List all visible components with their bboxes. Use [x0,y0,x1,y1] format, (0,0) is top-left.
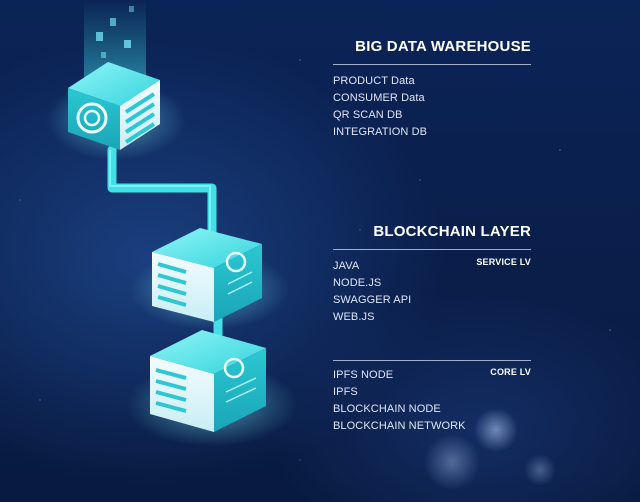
blockchain-panel: BLOCKCHAIN LAYER SERVICE LV JAVA NODE.JS… [333,223,531,435]
blockchain-title: BLOCKCHAIN LAYER [373,223,531,240]
list-item: PRODUCT Data [333,75,415,87]
core-level-label: CORE LV [490,367,531,377]
service-level-section: SERVICE LV JAVA NODE.JS SWAGGER API WEB.… [333,250,531,326]
server-cube-icon [127,330,297,447]
data-particle-icon [96,6,134,58]
list-item: BLOCKCHAIN NETWORK [333,420,466,432]
divider [333,360,531,361]
core-list: IPFS NODE IPFS BLOCKCHAIN NODE BLOCKCHAI… [333,367,531,435]
list-item: SWAGGER API [333,294,412,306]
core-level-section: CORE LV IPFS NODE IPFS BLOCKCHAIN NODE B… [333,361,531,435]
list-item: IPFS [333,386,358,398]
server-cube-icon [46,62,186,160]
divider [333,64,531,65]
star-dust [19,59,611,461]
list-item: IPFS NODE [333,369,394,381]
bokeh-lights [424,408,556,490]
warehouse-list: PRODUCT Data CONSUMER Data QR SCAN DB IN… [333,73,531,141]
list-item: CONSUMER Data [333,92,425,104]
warehouse-title: BIG DATA WAREHOUSE [355,38,531,55]
list-item: NODE.JS [333,277,382,289]
service-level-label: SERVICE LV [476,257,531,267]
list-item: JAVA [333,260,360,272]
server-cube-icon [130,228,290,330]
list-item: BLOCKCHAIN NODE [333,403,441,415]
list-item: WEB.JS [333,311,375,323]
list-item: INTEGRATION DB [333,126,428,138]
list-item: QR SCAN DB [333,109,403,121]
service-list: JAVA NODE.JS SWAGGER API WEB.JS [333,258,531,326]
divider [333,249,531,250]
warehouse-panel: BIG DATA WAREHOUSE PRODUCT Data CONSUMER… [333,38,531,141]
